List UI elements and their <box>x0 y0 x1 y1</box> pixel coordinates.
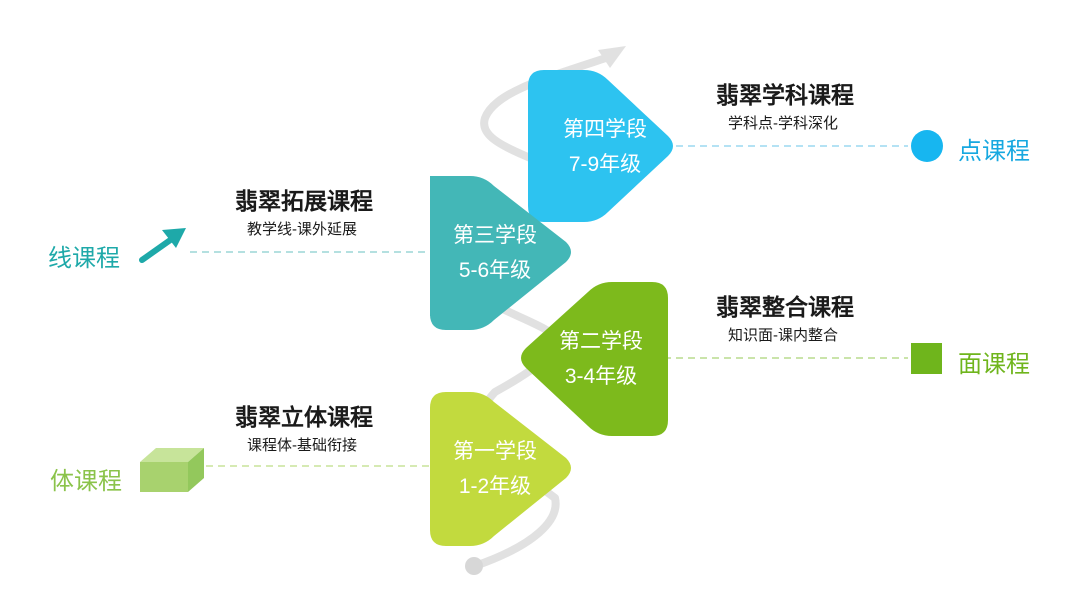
point-course-label: 点课程 <box>958 138 1030 165</box>
line-course-label: 线课程 <box>48 245 120 272</box>
stage-1-shape <box>430 392 571 546</box>
body-course-label: 体课程 <box>50 468 122 495</box>
path-arrowhead <box>598 46 626 68</box>
cuboid-icon <box>140 448 204 492</box>
solid-course-title: 翡翠立体课程 <box>235 404 373 430</box>
path-start-dot <box>465 557 483 575</box>
stage-3-label: 第三学段 5-6年级 <box>436 218 554 288</box>
stage-2-name: 第二学段 <box>559 330 643 353</box>
stage-2-shape <box>521 282 668 436</box>
stage-4-grades: 7-9年级 <box>568 153 642 176</box>
subject-course-subtitle: 学科点-学科深化 <box>728 115 838 132</box>
surface-course-label: 面课程 <box>958 351 1030 378</box>
integration-course-subtitle: 知识面-课内整合 <box>728 327 838 344</box>
integration-course-title: 翡翠整合课程 <box>716 294 854 320</box>
stage-4-label: 第四学段 7-9年级 <box>546 112 664 182</box>
stage-4-name: 第四学段 <box>563 118 647 141</box>
stage-3-shape <box>430 176 571 330</box>
stage-2-label: 第二学段 3-4年级 <box>542 324 660 394</box>
stage-4-shape <box>528 70 673 222</box>
subject-course-title: 翡翠学科课程 <box>716 82 854 108</box>
stage-1-grades: 1-2年级 <box>458 475 532 498</box>
stage-1-label: 第一学段 1-2年级 <box>436 434 554 504</box>
stage-3-name: 第三学段 <box>453 224 537 247</box>
arrow-icon <box>139 228 186 263</box>
square-icon <box>911 343 942 374</box>
stage-2-grades: 3-4年级 <box>564 365 638 388</box>
extension-course-subtitle: 教学线-课外延展 <box>247 221 357 238</box>
stage-3-grades: 5-6年级 <box>458 259 532 282</box>
extension-course-title: 翡翠拓展课程 <box>235 188 373 214</box>
circle-icon <box>911 130 943 162</box>
stage-1-name: 第一学段 <box>453 440 537 463</box>
solid-course-subtitle: 课程体-基础衔接 <box>247 437 357 454</box>
